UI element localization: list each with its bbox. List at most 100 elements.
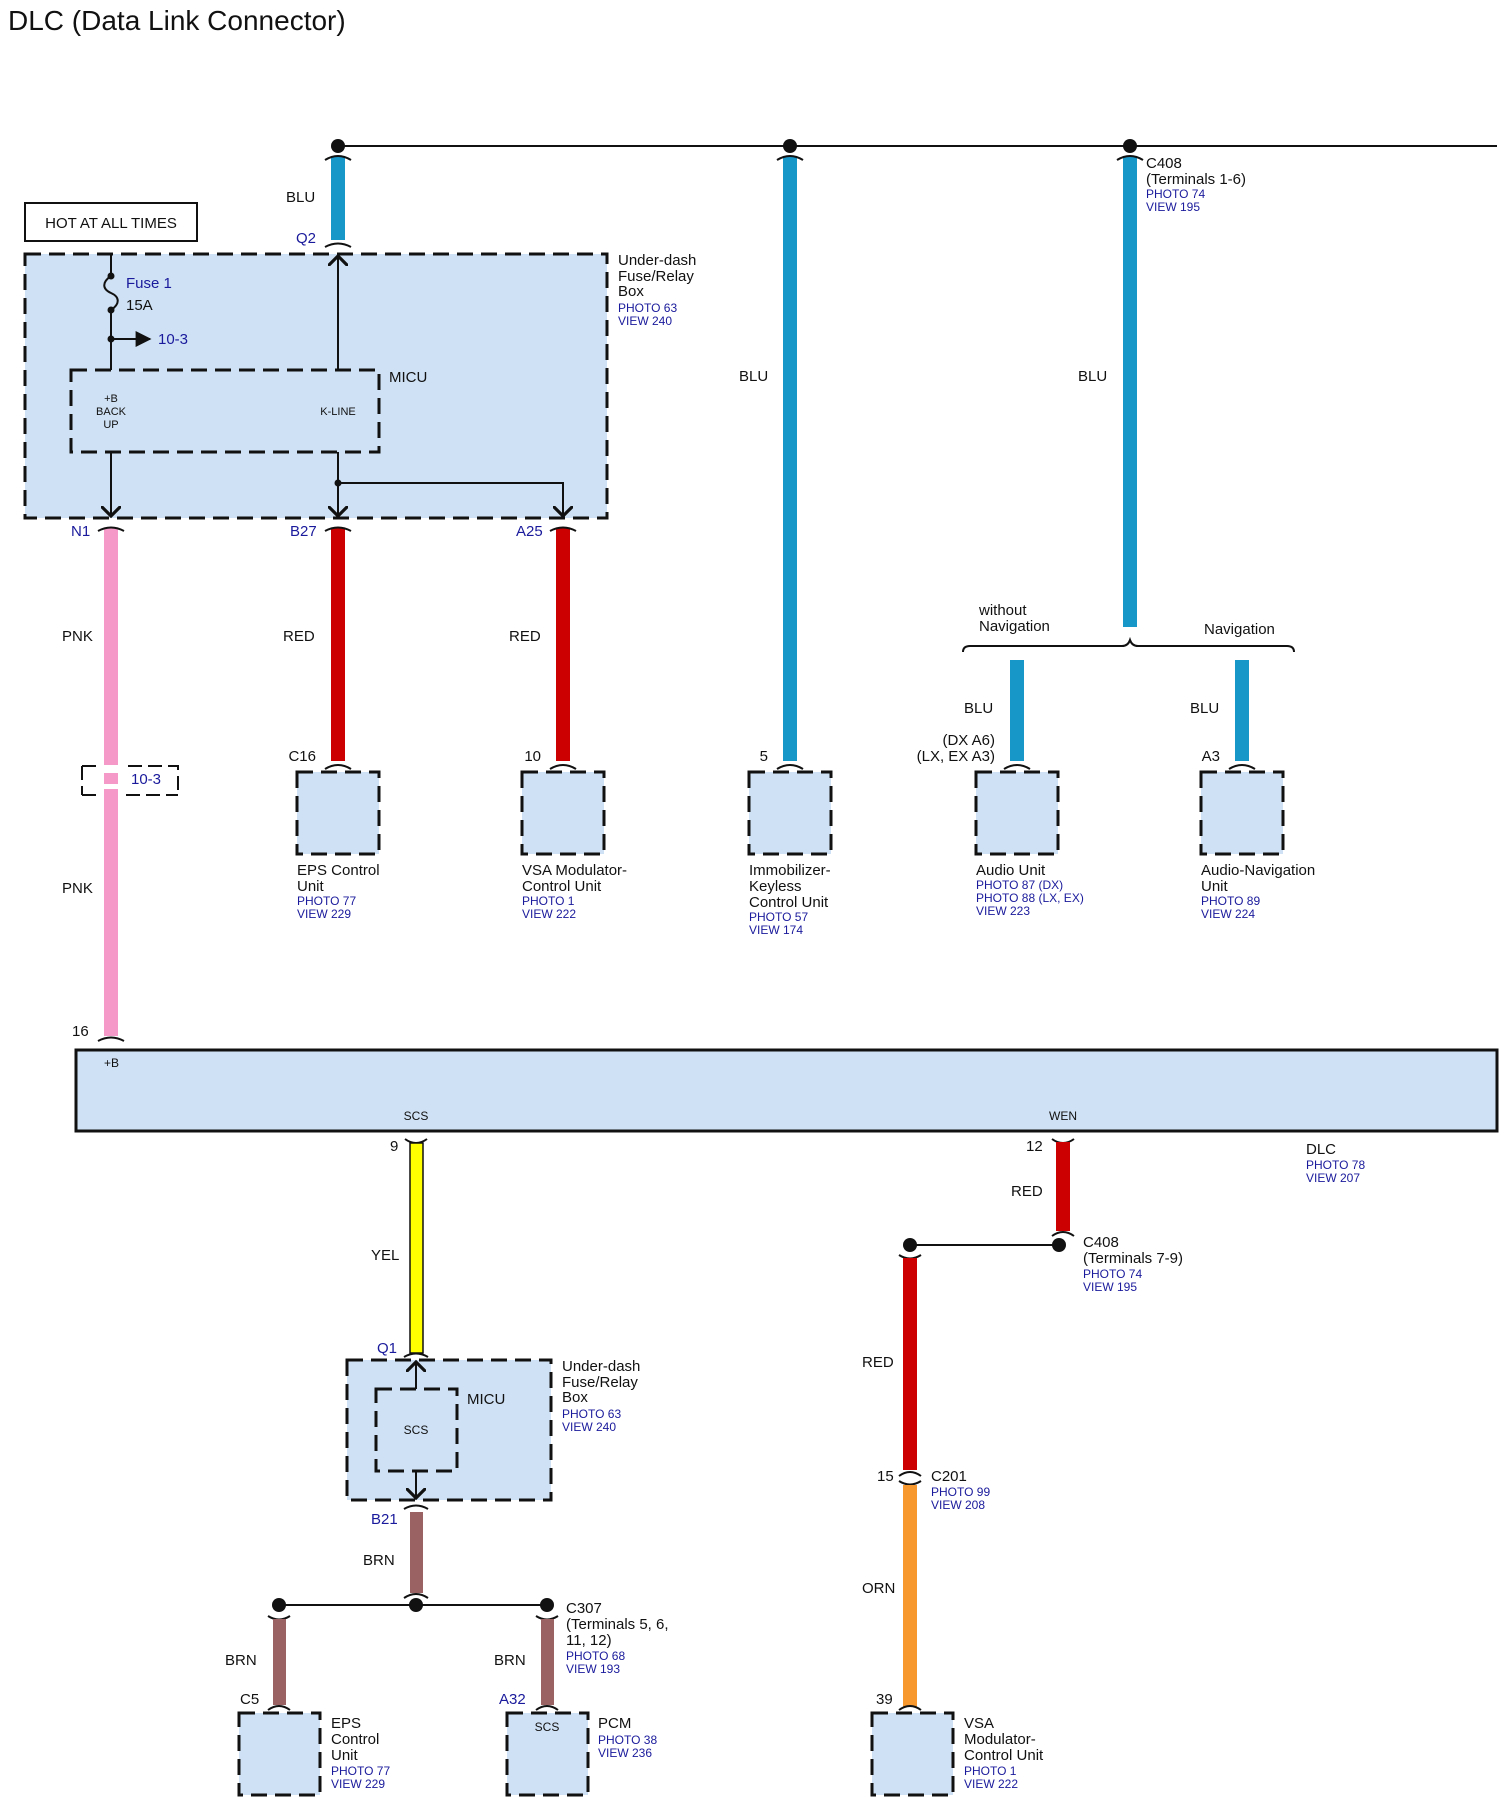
connector-cap	[535, 1705, 559, 1711]
eps-lower-photo[interactable]: PHOTO 77	[331, 1764, 390, 1778]
wire-audio-blu[interactable]	[1010, 660, 1024, 761]
dlc-photo[interactable]: PHOTO 78	[1306, 1158, 1365, 1172]
terminal-b27: B27	[290, 523, 317, 540]
wire-low-orn[interactable]	[903, 1485, 917, 1707]
connector-c408-lower-photo[interactable]: PHOTO 74	[1083, 1267, 1142, 1281]
connector-cap	[324, 526, 352, 532]
unit-ref[interactable]: VIEW 223	[976, 904, 1030, 918]
wire-n1-pnk-break	[104, 773, 118, 784]
terminal-a32: A32	[499, 1691, 526, 1708]
wire-c408-blu[interactable]	[1123, 157, 1137, 627]
connector-c201-photo[interactable]: PHOTO 99	[931, 1485, 990, 1499]
fuse-box-lower-view[interactable]: VIEW 240	[562, 1420, 616, 1434]
connector-break-ref[interactable]: 10-3	[131, 771, 161, 788]
power-label-box	[24, 202, 198, 242]
micu-scs-unit[interactable]	[374, 1387, 459, 1473]
unit-ref[interactable]: VIEW 222	[522, 907, 576, 921]
junction-c408	[1123, 139, 1137, 153]
terminal-label: 5	[760, 748, 768, 765]
dlc-terminal-16: 16	[72, 1023, 89, 1040]
terminal-label: (LX, EX A3)	[917, 748, 995, 765]
connector-c201-name: C201	[931, 1468, 967, 1485]
connector-cap	[898, 1471, 922, 1477]
wire-immobilizer-blu[interactable]	[783, 157, 797, 761]
connector-cap	[1051, 1231, 1075, 1237]
connector-c408-detail: (Terminals 1-6)	[1146, 171, 1246, 188]
eps-control-unit-lower[interactable]	[237, 1711, 322, 1797]
wire-q2-blu[interactable]	[331, 157, 345, 240]
connector-c408-lower-view[interactable]: VIEW 195	[1083, 1280, 1137, 1294]
dlc-view[interactable]: VIEW 207	[1306, 1171, 1360, 1185]
wire-color-label: RED	[509, 628, 541, 645]
branch-ref[interactable]: 10-3	[158, 331, 188, 348]
vsa-lower-view[interactable]: VIEW 222	[964, 1777, 1018, 1791]
wire-eps-brn[interactable]	[273, 1619, 286, 1705]
connector-c408-view[interactable]: VIEW 195	[1146, 200, 1200, 214]
dlc-connector[interactable]	[74, 1048, 1499, 1133]
unit-ref[interactable]: PHOTO 57	[749, 910, 808, 924]
connector-c307-photo[interactable]: PHOTO 68	[566, 1649, 625, 1663]
eps-control-unit[interactable]	[295, 770, 381, 856]
pcm-view[interactable]: VIEW 236	[598, 1746, 652, 1760]
dlc-name: DLC	[1306, 1141, 1336, 1158]
wire-b27-red[interactable]	[331, 528, 345, 761]
connector-cap	[1003, 764, 1031, 770]
pcm-name: PCM	[598, 1715, 631, 1732]
unit-name: Unit	[1201, 878, 1229, 895]
eps-lower-name-3: Unit	[331, 1747, 359, 1764]
unit-name: Audio-Navigation	[1201, 862, 1315, 879]
vsa-modulator-control-unit[interactable]	[520, 770, 606, 856]
connector-cap	[267, 1705, 291, 1711]
connector-c201-view[interactable]: VIEW 208	[931, 1498, 985, 1512]
fuse-box-view[interactable]: VIEW 240	[618, 314, 672, 328]
connector-cap	[97, 526, 125, 532]
junction-splice	[409, 1598, 423, 1612]
wire-pcm-brn[interactable]	[541, 1619, 554, 1705]
unit-name: Audio Unit	[976, 862, 1046, 879]
connector-cap	[776, 155, 804, 161]
fuse-1-icon[interactable]	[103, 275, 119, 311]
vsa-lower-terminal-39: 39	[876, 1691, 893, 1708]
wire-n1-pnk[interactable]	[104, 528, 118, 765]
micu-pin-backup-1: +B	[104, 393, 118, 405]
micu-unit[interactable]	[69, 368, 381, 454]
unit-ref[interactable]: PHOTO 89	[1201, 894, 1260, 908]
wire-nav-blu[interactable]	[1235, 660, 1249, 761]
vsa-modulator-control-unit-lower[interactable]	[870, 1711, 955, 1797]
wire-mid-red[interactable]	[903, 1258, 917, 1470]
wire-12-red[interactable]	[1056, 1142, 1070, 1231]
connector-c408-lower-name: C408	[1083, 1234, 1119, 1251]
fuse-box-lower-photo[interactable]: PHOTO 63	[562, 1407, 621, 1421]
audio-unit[interactable]	[974, 770, 1060, 856]
vsa-lower-photo[interactable]: PHOTO 1	[964, 1764, 1017, 1778]
unit-ref[interactable]: PHOTO 77	[297, 894, 356, 908]
unit-ref[interactable]: PHOTO 87 (DX)	[976, 878, 1063, 892]
immobilizer-keyless-control-unit[interactable]	[747, 770, 833, 856]
unit-ref[interactable]: VIEW 224	[1201, 907, 1255, 921]
connector-cap	[549, 526, 577, 532]
page-title: DLC (Data Link Connector)	[8, 5, 346, 36]
wire-color-label: BLU	[1078, 368, 1107, 385]
pcm-photo[interactable]: PHOTO 38	[598, 1733, 657, 1747]
unit-ref[interactable]: VIEW 174	[749, 923, 803, 937]
wire-a25-red[interactable]	[556, 528, 570, 761]
fuse-box-photo[interactable]: PHOTO 63	[618, 301, 677, 315]
wire-9-yel[interactable]	[409, 1142, 424, 1354]
eps-lower-view[interactable]: VIEW 229	[331, 1777, 385, 1791]
junction-c408-lower	[1052, 1238, 1066, 1252]
unit-ref[interactable]: PHOTO 88 (LX, EX)	[976, 891, 1084, 905]
wire-n1-pnk-lower[interactable]	[104, 789, 118, 1036]
terminal-label: 10	[524, 748, 541, 765]
connector-c408-photo[interactable]: PHOTO 74	[1146, 187, 1205, 201]
unit-name: Unit	[297, 878, 325, 895]
vsa-lower-name-2: Modulator-	[964, 1731, 1036, 1748]
audio-navigation-unit[interactable]	[1199, 770, 1285, 856]
unit-ref[interactable]: PHOTO 1	[522, 894, 575, 908]
pcm-unit[interactable]	[505, 1711, 590, 1797]
fuse-box-lower-name-line2: Fuse/Relay	[562, 1374, 638, 1391]
wire-b21-brn[interactable]	[410, 1512, 423, 1593]
unit-ref[interactable]: VIEW 229	[297, 907, 351, 921]
connector-c307-view[interactable]: VIEW 193	[566, 1662, 620, 1676]
terminal-c5: C5	[240, 1691, 259, 1708]
